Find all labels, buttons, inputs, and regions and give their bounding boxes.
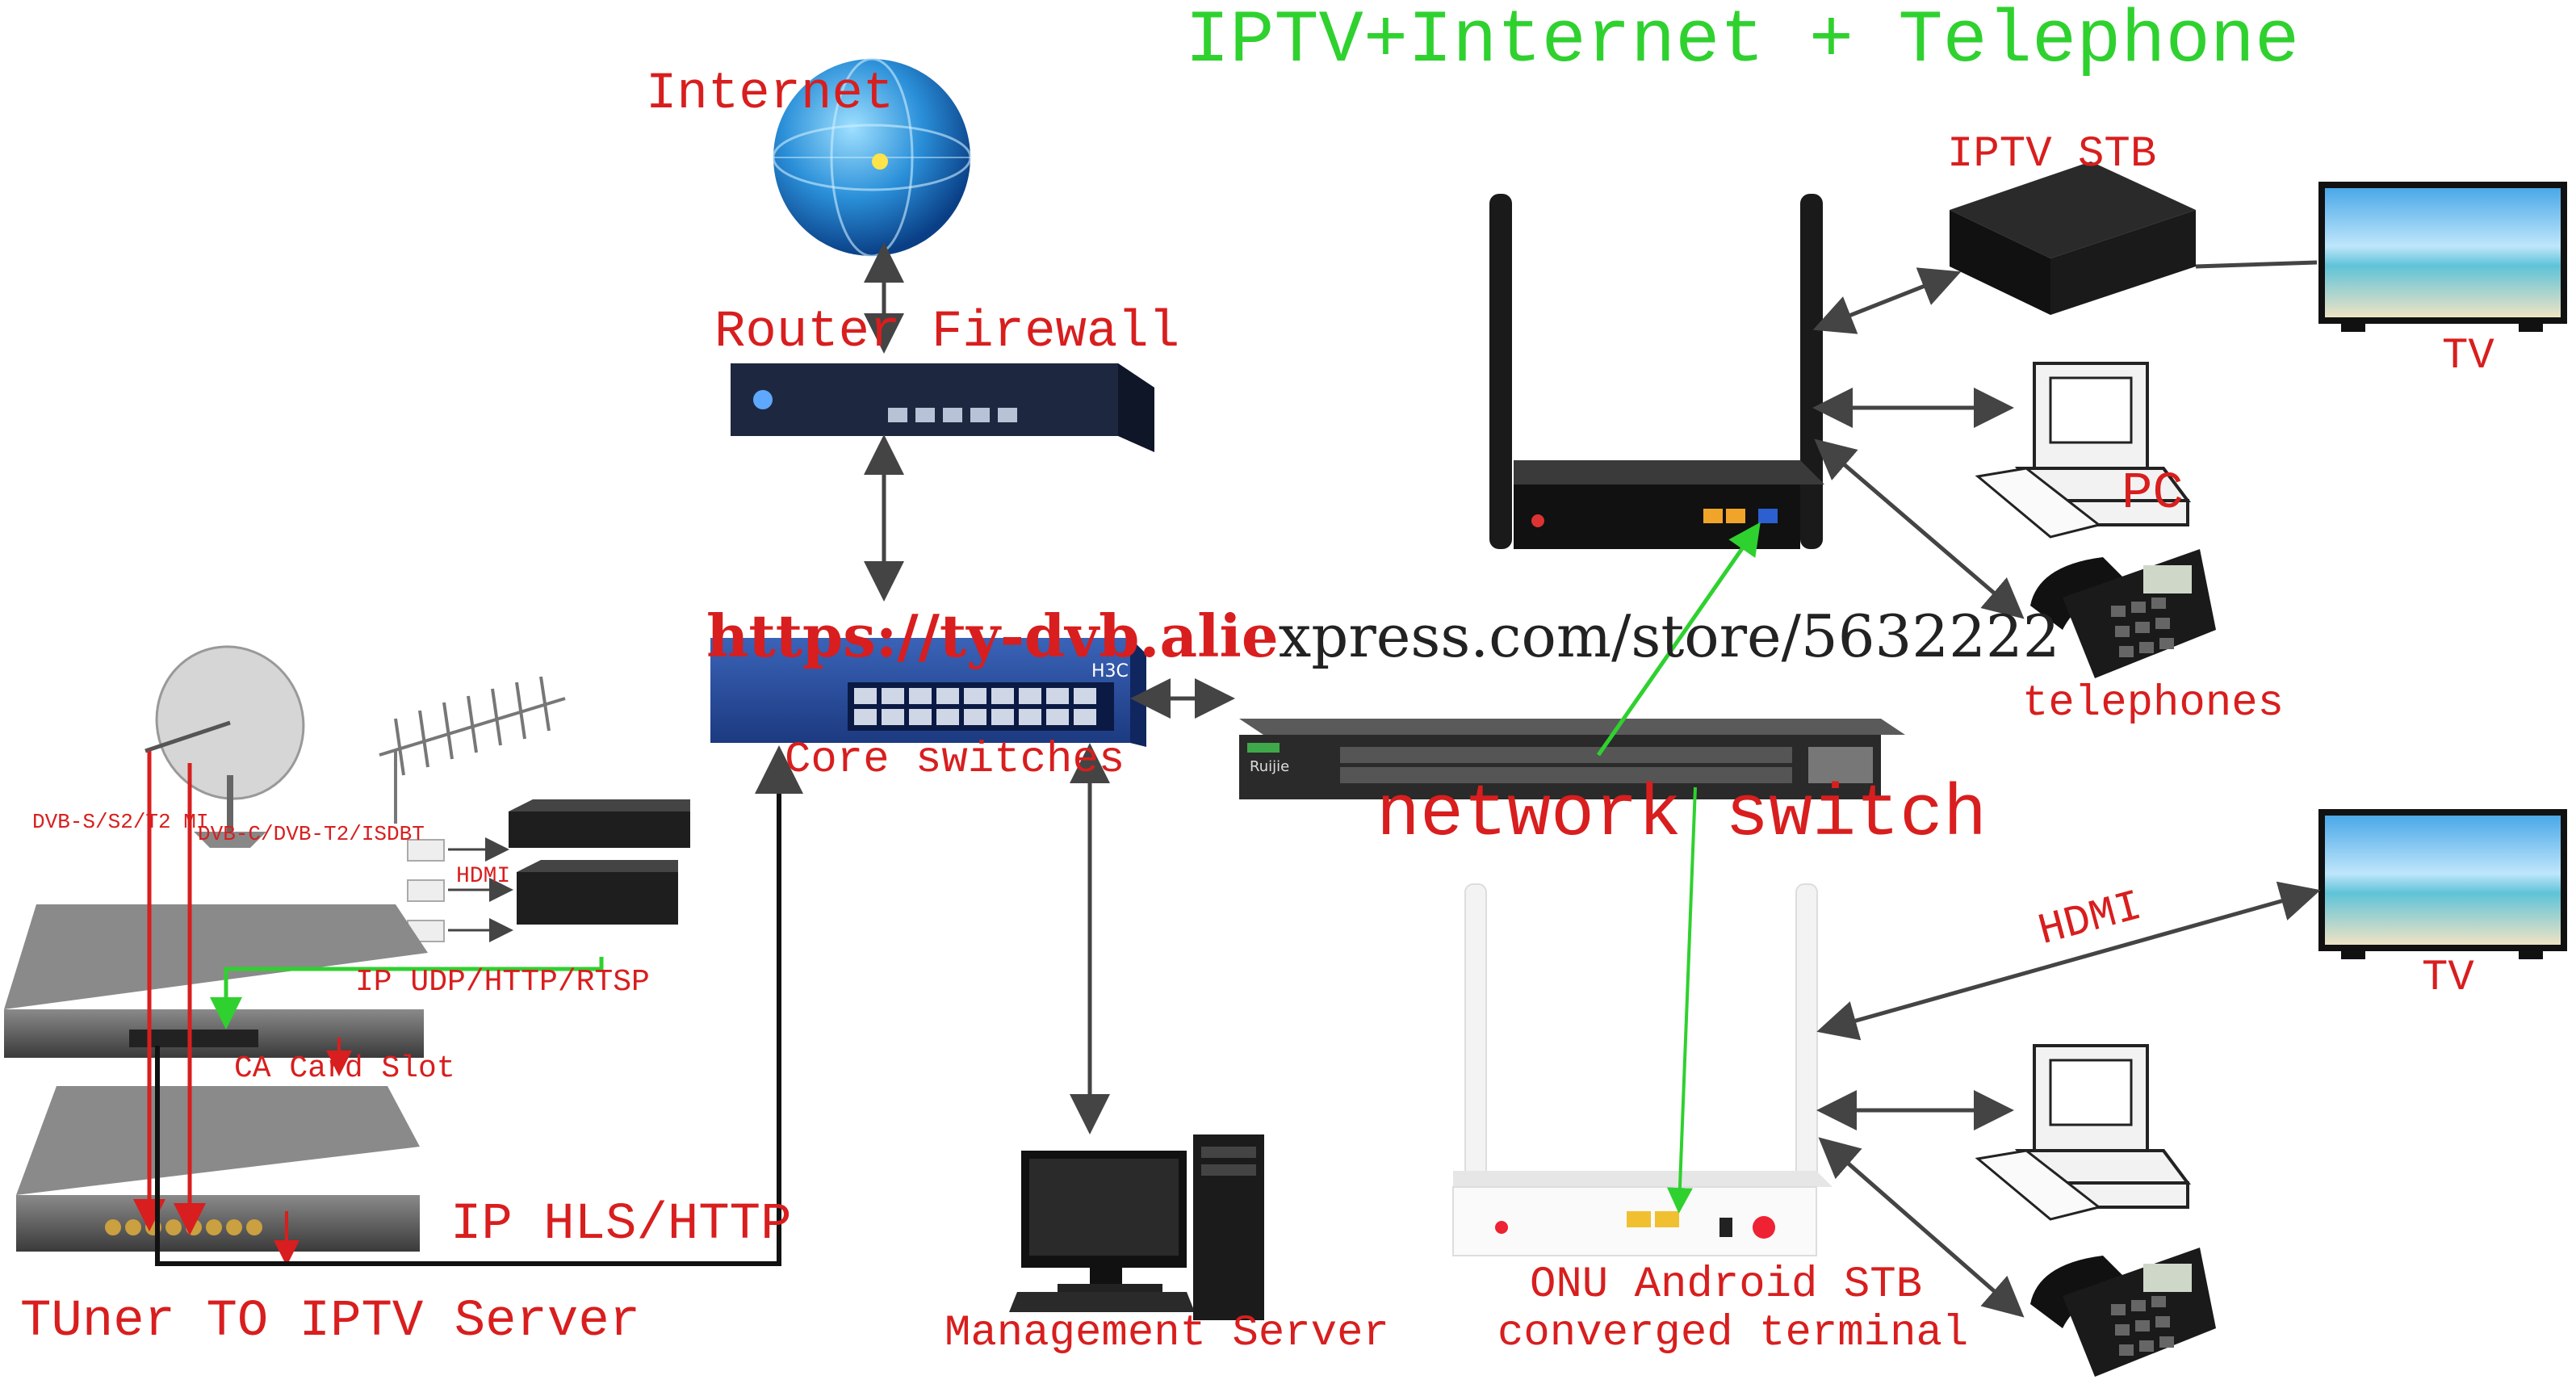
label-management-server: Management Server bbox=[945, 1309, 1389, 1358]
label-onu-line1: ONU Android STB bbox=[1530, 1260, 1923, 1310]
green-link-switch-onu bbox=[1666, 786, 1697, 1214]
arrow-router-phone bbox=[1814, 438, 2025, 619]
watermark-rest: xpress.com/store/5632222 bbox=[1278, 602, 2060, 670]
tv-icon bbox=[2318, 809, 2567, 959]
router-firewall-icon bbox=[731, 363, 1154, 452]
green-link-switch-router bbox=[1596, 522, 1761, 757]
label-tv-top: TV bbox=[2442, 332, 2494, 381]
page-title: IPTV+Internet + Telephone bbox=[1185, 0, 2300, 83]
watermark: https://ty-dvb.aliexpress.com/store/5632… bbox=[706, 607, 2060, 666]
telephone-icon bbox=[2030, 549, 2216, 678]
label-tv-bottom: TV bbox=[2422, 954, 2474, 1003]
label-pc: PC bbox=[2122, 465, 2184, 523]
tuner-server-icon bbox=[4, 904, 428, 1252]
label-dvb-c: DVB-C/DVB-T2/ISDBT bbox=[198, 822, 425, 846]
line-stb-tv bbox=[2195, 260, 2318, 269]
arrow-onu-tv bbox=[1816, 881, 2321, 1041]
black-link-server-core bbox=[155, 745, 803, 1266]
globe-icon bbox=[772, 57, 972, 258]
arrow-onu-phone bbox=[1818, 1137, 2025, 1318]
telephone-icon bbox=[2030, 1248, 2216, 1377]
core-switch-brand: H3C bbox=[1091, 661, 1129, 682]
pc-icon bbox=[1975, 1044, 2191, 1221]
core-switch-icon: H3C bbox=[710, 638, 1146, 747]
label-dvb-s: DVB-S/S2/T2 MI bbox=[32, 810, 209, 834]
label-telephones: telephones bbox=[2022, 679, 2285, 728]
pc-icon bbox=[1975, 362, 2191, 539]
label-internet: Internet bbox=[646, 65, 894, 124]
tv-icon bbox=[2318, 182, 2567, 332]
iptv-stb-icon bbox=[1950, 161, 2196, 315]
label-onu-line2: converged terminal bbox=[1497, 1309, 1969, 1358]
watermark-highlight: https://ty-dvb.alie bbox=[706, 602, 1279, 670]
label-core-switches: Core switches bbox=[785, 736, 1125, 785]
green-link-encoder-server bbox=[210, 957, 604, 1030]
label-router-firewall: Router Firewall bbox=[714, 304, 1180, 362]
network-switch-brand: Ruijie bbox=[1250, 758, 1289, 775]
label-ip-hls: IP HLS/HTTP bbox=[450, 1196, 792, 1254]
label-network-switch: network switch bbox=[1376, 774, 1987, 857]
arrow-router-stb bbox=[1812, 267, 1962, 334]
label-ca-slot: CA Card Slot bbox=[234, 1051, 455, 1086]
network-switch-icon: Ruijie bbox=[1239, 719, 1905, 799]
label-ip-udp: IP UDP/HTTP/RTSP bbox=[355, 965, 650, 1000]
label-tuner-server: TUner TO IPTV Server bbox=[20, 1293, 641, 1351]
antenna-icon bbox=[379, 676, 566, 824]
label-hdmi-left: HDMI bbox=[456, 864, 511, 889]
label-iptv-stb: IPTV STB bbox=[1947, 130, 2157, 179]
wifi-router-icon bbox=[1489, 194, 1824, 549]
encoder-icon bbox=[407, 799, 690, 942]
management-server-icon bbox=[1009, 1134, 1264, 1320]
onu-terminal-icon bbox=[1452, 883, 1833, 1256]
satellite-dish-icon bbox=[145, 645, 305, 848]
